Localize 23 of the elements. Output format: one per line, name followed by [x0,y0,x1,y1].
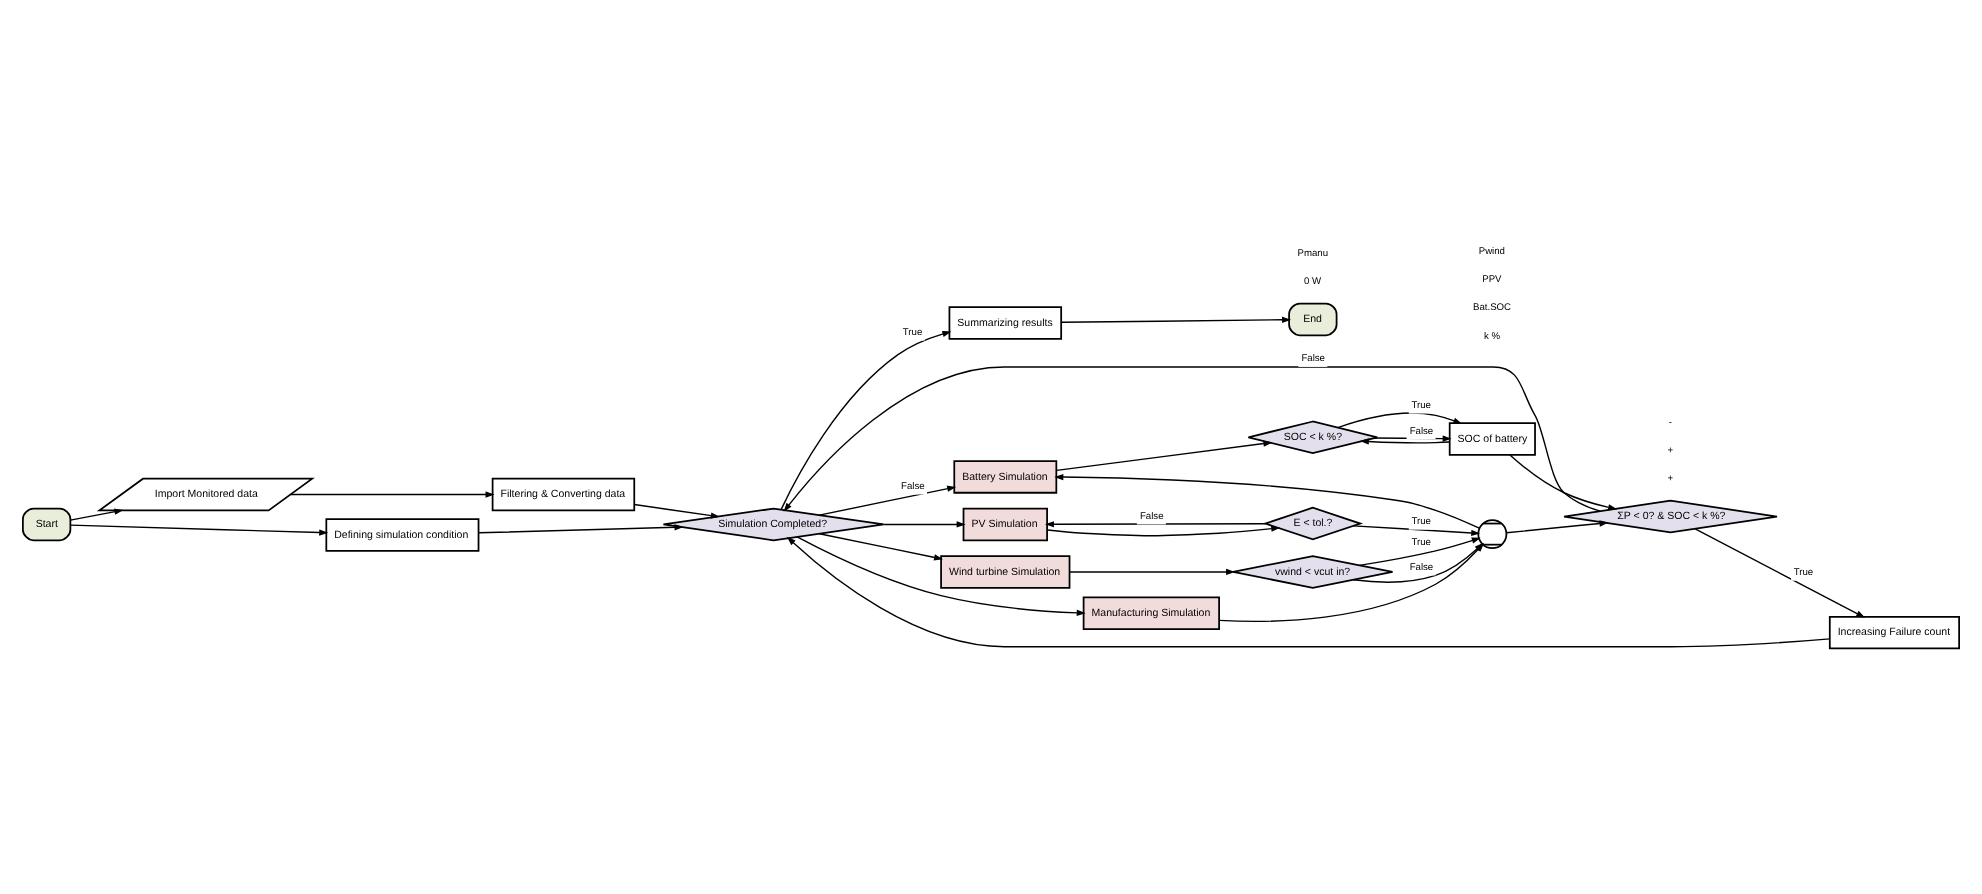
arrow [818,485,957,516]
arrow [1359,438,1451,445]
arrow [783,366,1601,512]
arrow [780,330,952,511]
arrow [1068,568,1236,576]
arrow [1505,520,1609,534]
arrow [1046,525,1281,537]
arrow [796,536,1086,616]
arrow [883,521,966,528]
arrow [69,524,329,536]
arrow [69,508,124,521]
arrow [1044,521,1267,528]
arrow [1337,412,1463,429]
arrow [1509,454,1618,511]
arrow [818,533,944,561]
arrow [289,491,495,498]
arrow [1352,525,1481,537]
arrow [1374,435,1452,442]
arrow [478,524,684,534]
arrow [1060,316,1292,323]
arrow [1055,440,1273,472]
arrow [633,503,720,519]
arrow [1694,528,1866,618]
